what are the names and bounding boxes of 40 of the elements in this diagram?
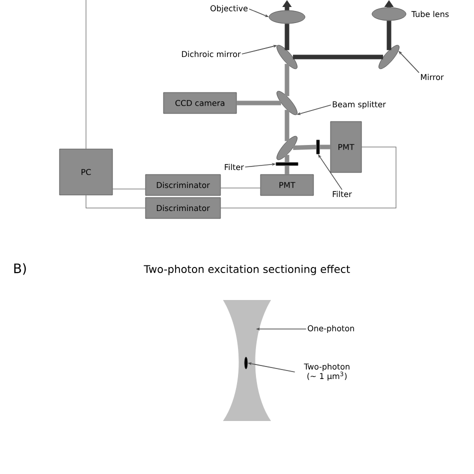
mirror: [276, 136, 298, 160]
part-label: Dichroic mirror: [182, 50, 241, 58]
computer-box: PC: [59, 148, 113, 196]
light-beam: [386, 20, 392, 50]
light-beam: [284, 110, 290, 142]
part-label: Objective: [210, 5, 248, 13]
panel-letter: B): [14, 263, 26, 275]
panel-title: Two-photon excitation sectioning effect: [144, 264, 350, 276]
light-beam: [292, 54, 384, 60]
light-beam: [284, 64, 290, 96]
part-label: Tube lens: [411, 10, 449, 18]
camera-box: CCD camera: [163, 92, 237, 114]
wire: [86, 194, 146, 208]
mirror: [378, 44, 400, 70]
detector-box: PMT: [330, 121, 362, 173]
callout-text: One-photon: [308, 325, 354, 333]
discriminator-box: Discriminator: [145, 174, 221, 196]
hourglass-drawing: [223, 300, 271, 421]
tube-lens: [372, 7, 406, 21]
light-beam: [284, 24, 290, 50]
part-label: Mirror: [421, 74, 444, 80]
callout-text: Two-photon (~ 1 μm$^{3}$): [304, 363, 350, 381]
detector-box: PMT: [260, 174, 314, 196]
light-beam: [284, 166, 290, 174]
part-label: Filter: [332, 190, 352, 198]
objective-lens: [268, 10, 306, 24]
discriminator-box: Discriminator: [145, 197, 221, 219]
beam-splitter: [276, 90, 298, 116]
focal-spot: [244, 356, 248, 370]
wire: [112, 188, 146, 190]
light-beam: [284, 154, 290, 162]
part-label: Filter: [224, 164, 244, 170]
light-beam: [236, 100, 282, 106]
filter-bar: [276, 162, 298, 166]
light-beam: [293, 144, 316, 150]
light-beam: [320, 144, 330, 150]
wire: [220, 146, 396, 208]
dichroic-mirror: [276, 44, 298, 70]
part-label: Beam splitter: [332, 101, 386, 109]
filter-bar: [316, 140, 320, 154]
